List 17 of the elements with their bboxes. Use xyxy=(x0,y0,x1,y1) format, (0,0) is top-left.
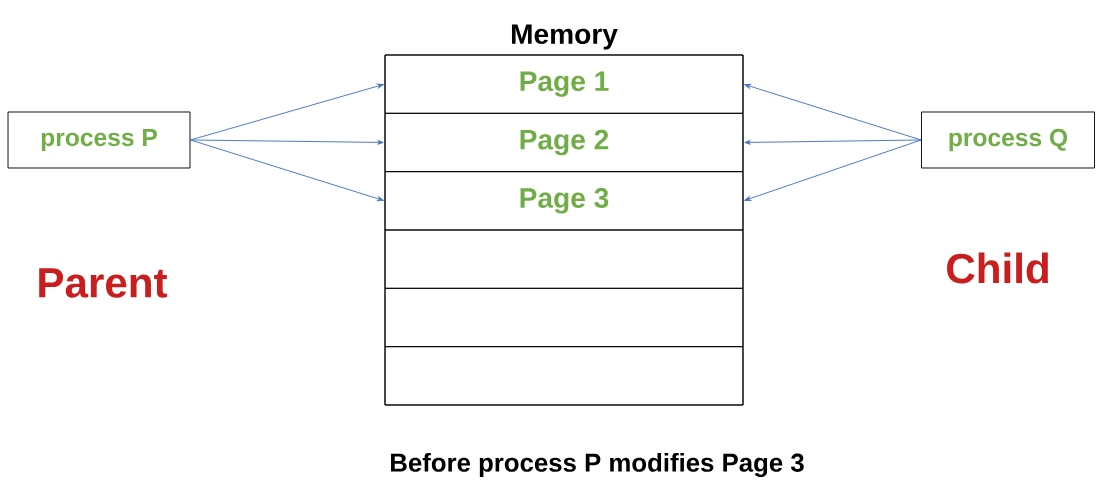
node-label: Memory xyxy=(511,24,618,50)
page-row: Page 1 xyxy=(384,54,744,114)
empty-row xyxy=(384,229,744,289)
arrow xyxy=(744,139,922,201)
arrow xyxy=(190,83,384,141)
process-box: process P xyxy=(7,111,191,169)
role-label: Parent xyxy=(39,268,168,298)
page-row: Page 2 xyxy=(384,112,744,173)
arrow xyxy=(190,139,384,145)
empty-row xyxy=(384,346,744,406)
empty-row xyxy=(384,287,744,348)
arrow xyxy=(744,139,922,145)
process-box: process Q xyxy=(921,111,1095,169)
role-label: Child xyxy=(947,252,1048,284)
arrow xyxy=(190,139,384,202)
page-row: Page 3 xyxy=(384,171,744,231)
caption: Before process P modifies Page 3 xyxy=(391,452,804,478)
